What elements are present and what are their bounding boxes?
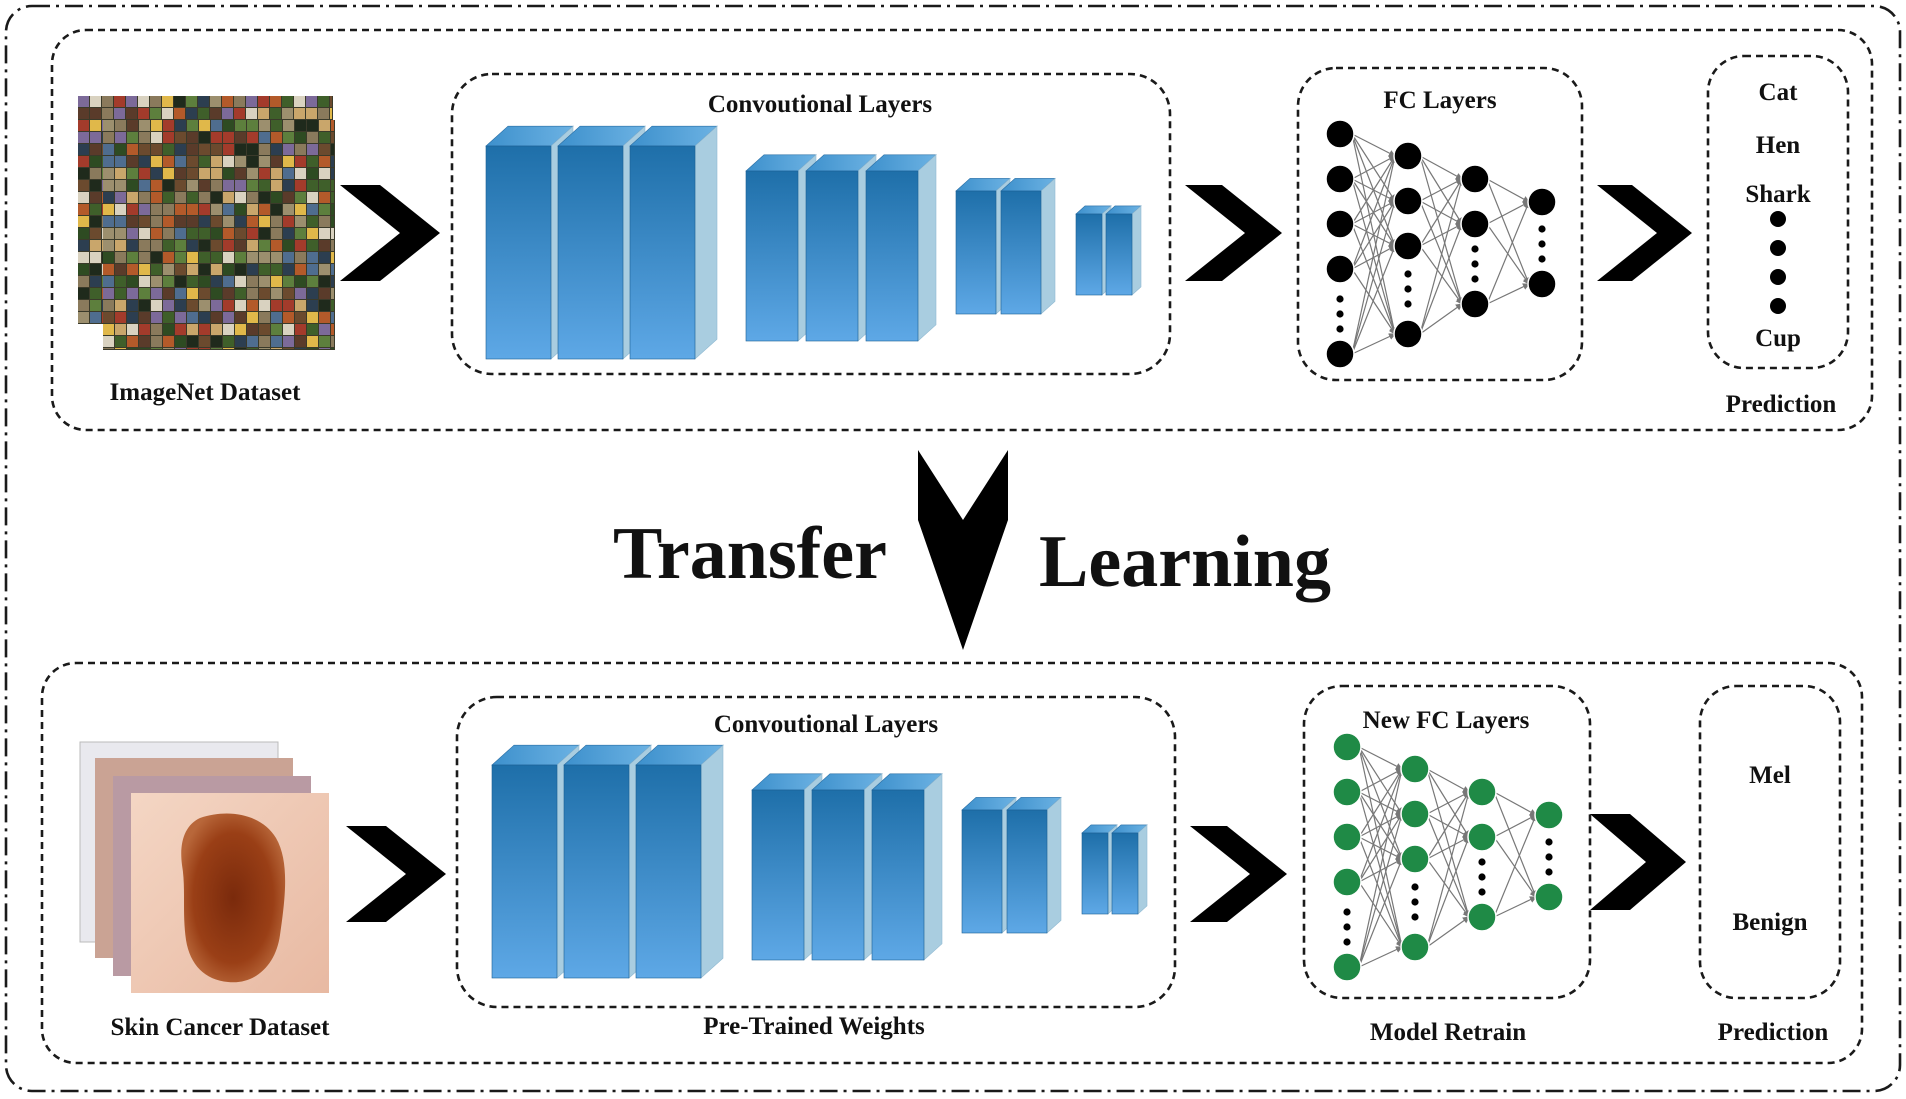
fc-layers-title: FC Layers — [1383, 87, 1496, 114]
class-label-hen: Hen — [1756, 132, 1801, 159]
model-retrain-label: Model Retrain — [1370, 1019, 1526, 1046]
flow-chevron-4 — [346, 826, 446, 922]
new-fc-layers-frame — [1302, 684, 1592, 1000]
flow-chevron-3 — [1597, 185, 1692, 281]
imagenet-mosaic-image — [78, 96, 335, 350]
bottom-panel-frame — [40, 661, 1864, 1065]
bottom-panel: Skin Cancer Dataset Convoutional Layers … — [40, 661, 1864, 1065]
prediction-frame — [1706, 54, 1850, 370]
flow-chevron-5 — [1190, 826, 1287, 922]
conv-layers-frame — [455, 695, 1177, 1009]
outer-frame — [4, 4, 1902, 1093]
pre-trained-weights-label: Pre-Trained Weights — [703, 1013, 925, 1040]
lesion-shape — [181, 813, 286, 983]
fc-network — [1325, 119, 1557, 369]
conv-block-group — [485, 125, 1142, 360]
conv-layers-title: Convoutional Layers — [714, 711, 939, 738]
flow-chevron-1 — [340, 185, 440, 281]
flow-chevron-2 — [1185, 185, 1282, 281]
new-fc-layers-title: New FC Layers — [1363, 707, 1530, 734]
prediction-label: Prediction — [1718, 1019, 1829, 1046]
top-panel: ImageNet Dataset Convoutional Layers FC … — [50, 28, 1874, 432]
class-label-mel: Mel — [1749, 762, 1791, 789]
fc-network — [1332, 732, 1564, 982]
ellipsis-dot — [1770, 211, 1786, 227]
conv-block-group — [491, 744, 1148, 979]
class-label-cup: Cup — [1755, 325, 1801, 352]
top-panel-frame — [50, 28, 1874, 432]
class-label-benign: Benign — [1732, 909, 1807, 936]
learning-word: Learning — [1039, 521, 1331, 603]
skin-lesion-image-stack — [79, 741, 329, 993]
conv-layers-title: Convoutional Layers — [708, 91, 933, 118]
skin-cancer-dataset-label: Skin Cancer Dataset — [111, 1014, 331, 1041]
down-arrow-icon — [918, 450, 1008, 650]
conv-layers-frame — [450, 72, 1172, 376]
prediction-label: Prediction — [1726, 391, 1837, 418]
ellipsis-dot — [1770, 269, 1786, 285]
fc-layers-frame — [1296, 66, 1584, 382]
ellipsis-dot — [1770, 240, 1786, 256]
class-label-cat: Cat — [1759, 79, 1799, 106]
imagenet-dataset-label: ImageNet Dataset — [110, 379, 302, 406]
flow-chevron-6 — [1590, 814, 1686, 910]
prediction-frame — [1698, 684, 1842, 1000]
ellipsis-dot — [1770, 298, 1786, 314]
class-label-shark: Shark — [1745, 181, 1810, 208]
transfer-word: Transfer — [613, 513, 887, 595]
transfer-learning-banner: Transfer Learning — [613, 450, 1331, 650]
